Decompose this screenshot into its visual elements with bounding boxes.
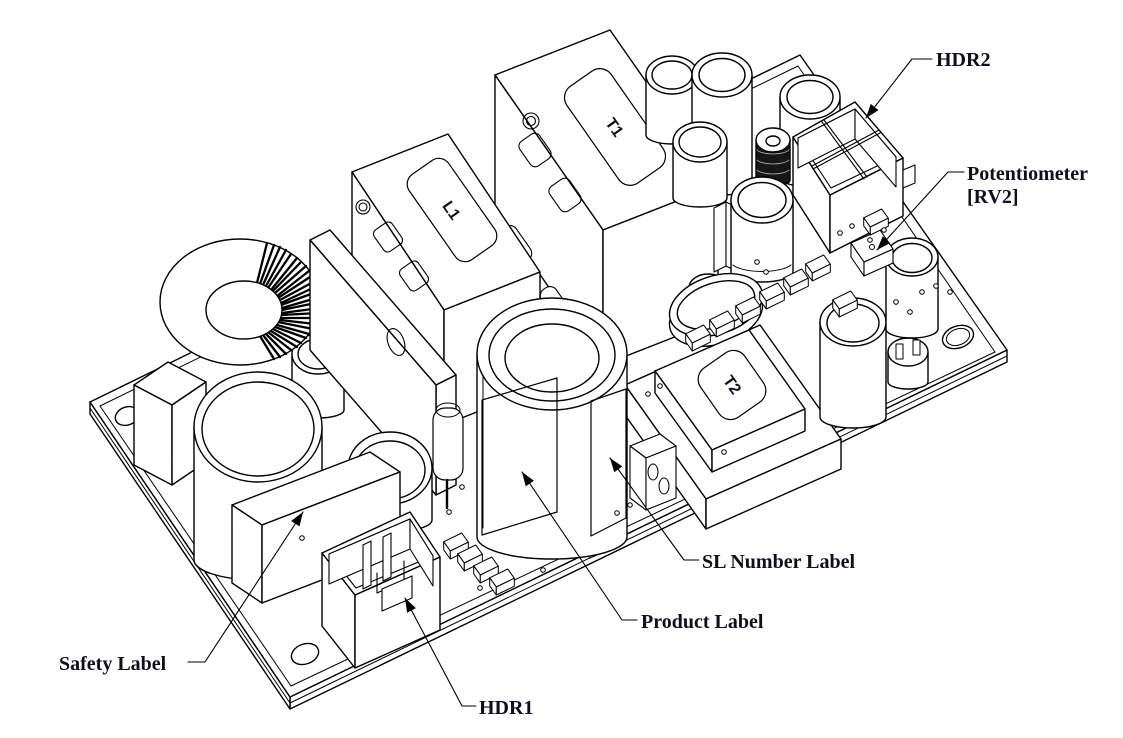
- product-label-leader: [521, 471, 638, 621]
- hdr1-arrowhead: [405, 598, 416, 613]
- capacitor-e: [730, 176, 794, 283]
- main-electrolytic-capacitor: [476, 297, 628, 560]
- potentiometer-label-line1: Potentiometer: [967, 163, 1088, 185]
- safety-label-arrowhead: [291, 512, 303, 527]
- potentiometer-label-line2: [RV2]: [967, 186, 1019, 208]
- sl-number-label: SL Number Label: [702, 551, 855, 573]
- hdr2-label: HDR2: [936, 49, 990, 71]
- potentiometer-arrowhead: [877, 236, 891, 250]
- hdr1-tab: [381, 575, 413, 612]
- l1-nameplate: [406, 157, 498, 263]
- mounting-hole: [941, 324, 975, 350]
- mounting-hole: [290, 642, 320, 666]
- test-points: [299, 223, 953, 591]
- capacitor-right-small: [885, 237, 939, 339]
- t2-nameplate: [697, 349, 767, 421]
- ribbed-choke: [755, 127, 791, 187]
- hdr2-arrowhead: [866, 103, 879, 118]
- sl-number-leader: [609, 457, 700, 561]
- notched-spacer: [887, 337, 929, 390]
- callout-labels: HDR2 Potentiometer [RV2] SL Number Label…: [59, 49, 1088, 719]
- t1-nameplate: [563, 68, 667, 186]
- toroid-inductor: [159, 238, 322, 366]
- fuse-component: [432, 402, 464, 510]
- oval-bracket: [629, 433, 677, 511]
- sl-number-label-area: [590, 388, 627, 537]
- hdr2-connector: [792, 101, 916, 254]
- line-art-root: T1 L1: [89, 29, 1008, 710]
- product-label-arrowhead: [522, 472, 534, 487]
- safety-label: Safety Label: [59, 653, 167, 675]
- potentiometer-leader: [876, 171, 965, 251]
- callout-leaders: [187, 58, 965, 707]
- hdr1-label: HDR1: [479, 697, 533, 719]
- safety-label-box: [231, 451, 401, 604]
- product-label-area: [481, 377, 558, 536]
- hdr1-connector: [321, 511, 441, 669]
- capacitor-right-large: [819, 297, 887, 429]
- sl-number-arrowhead: [610, 458, 623, 473]
- product-label: Product Label: [641, 611, 764, 633]
- hdr1-leader: [404, 597, 477, 707]
- hdr2-leader: [865, 58, 933, 119]
- safety-label-leader: [187, 511, 304, 663]
